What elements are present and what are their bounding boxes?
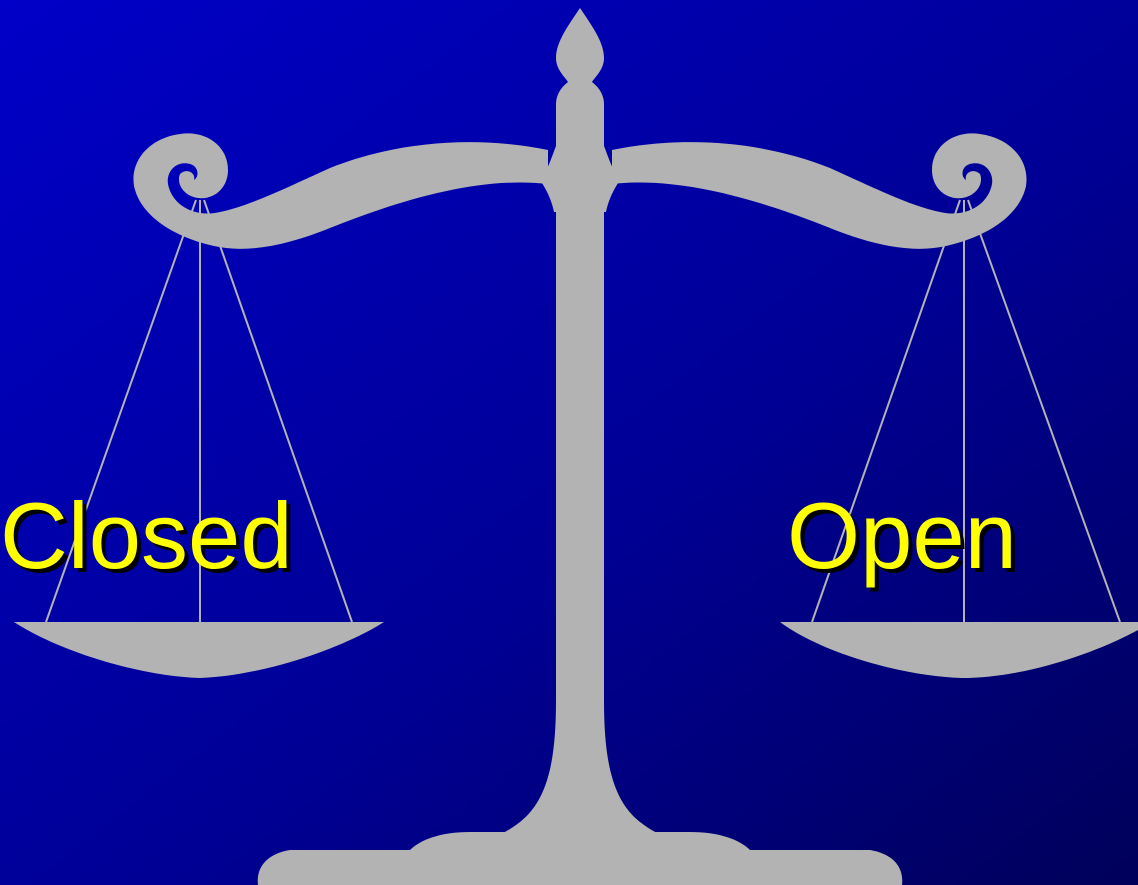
base [258, 832, 902, 885]
label-open: Open [787, 489, 1017, 583]
finial [556, 8, 604, 150]
pan-left [14, 622, 384, 678]
beam-left [133, 133, 548, 248]
pillar [440, 205, 720, 852]
hub [540, 146, 620, 212]
label-closed: Closed [0, 489, 293, 583]
pan-right [780, 622, 1138, 678]
